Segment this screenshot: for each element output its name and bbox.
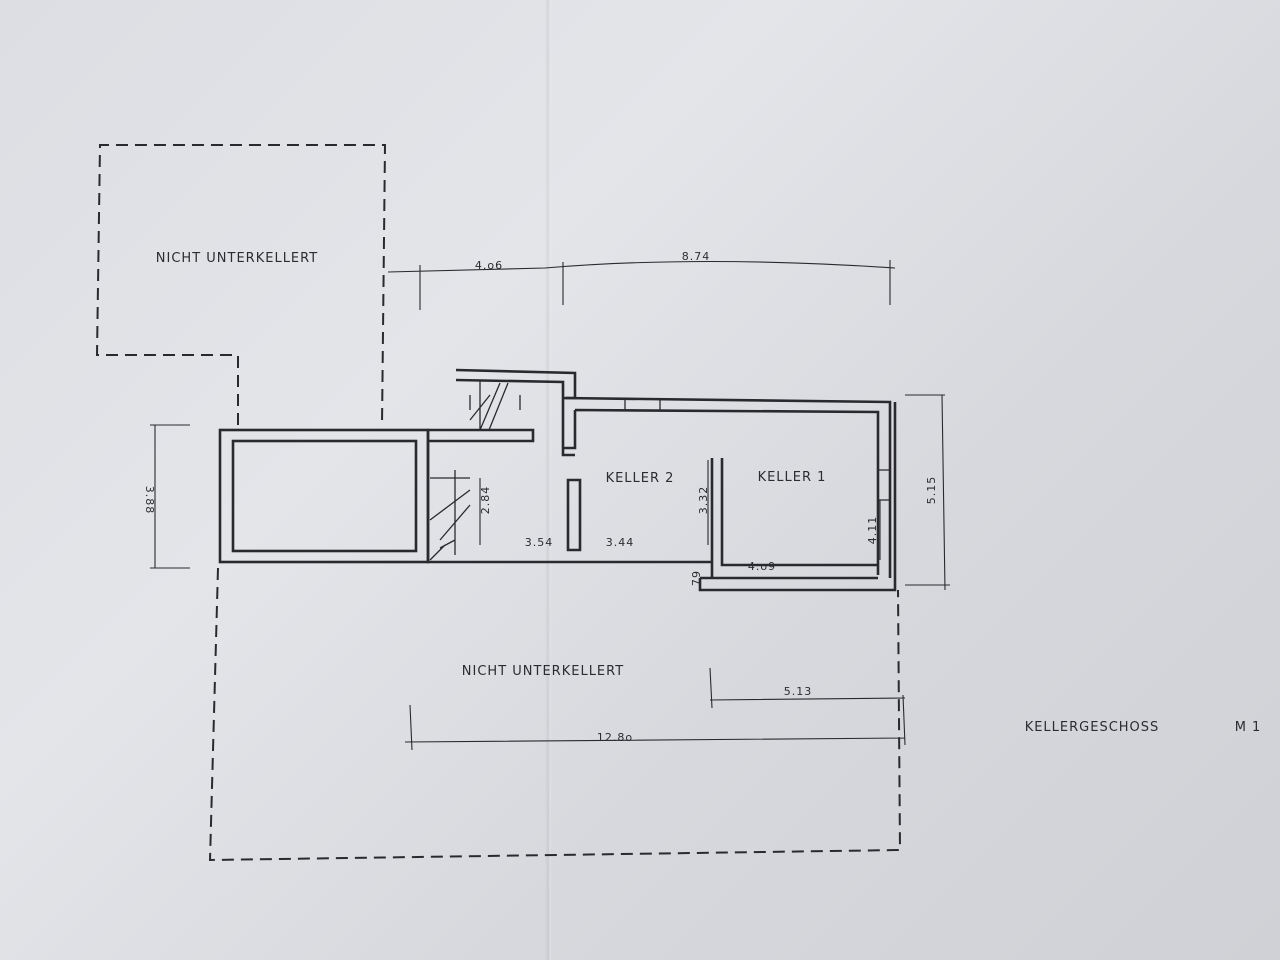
- stairs-upper: [469, 380, 521, 431]
- keller1-label: KELLER 1: [758, 470, 827, 485]
- left-room-inner-wall: [231, 439, 418, 553]
- dim-bottom-short: 5.13: [784, 685, 813, 698]
- bottom-area-label: NICHT UNTERKELLERT: [462, 664, 624, 679]
- dim-keller1-height: 4.11: [866, 516, 879, 545]
- door-mark-top: [624, 398, 661, 410]
- paper-fold: [545, 0, 551, 960]
- top-unexcavated-outline: [95, 144, 387, 426]
- dim-room-a-width: 3.54: [525, 536, 554, 549]
- dim-left-height: 3.88: [143, 486, 156, 515]
- dim-step: 79: [690, 570, 703, 586]
- top-area-label: NICHT UNTERKELLERT: [156, 251, 318, 266]
- keller-block-wall: [561, 396, 897, 592]
- scale-label: M 1: [1235, 720, 1262, 735]
- dim-top-left: 4.o6: [475, 259, 503, 272]
- dim-keller2-width: 3.44: [606, 536, 635, 549]
- dim-keller1-width: 4.o9: [748, 560, 776, 573]
- dim-top-right: 8.74: [682, 250, 711, 263]
- door-mark-right: [878, 469, 890, 501]
- keller2-label: KELLER 2: [606, 471, 675, 486]
- bottom-unexcavated-outline: [208, 567, 902, 862]
- left-room-outer-wall: [218, 428, 430, 564]
- dim-keller2-height: 3.32: [697, 486, 710, 515]
- stairs-lower: [429, 470, 471, 561]
- main-wall: [426, 428, 712, 564]
- dimension-lines: [150, 260, 950, 751]
- drawing-title: KELLERGESCHOSS: [1025, 720, 1160, 735]
- dim-bottom-long: 12.8o: [597, 731, 633, 744]
- dim-stair-height: 2.84: [479, 486, 492, 515]
- dim-right-height: 5.15: [925, 476, 938, 505]
